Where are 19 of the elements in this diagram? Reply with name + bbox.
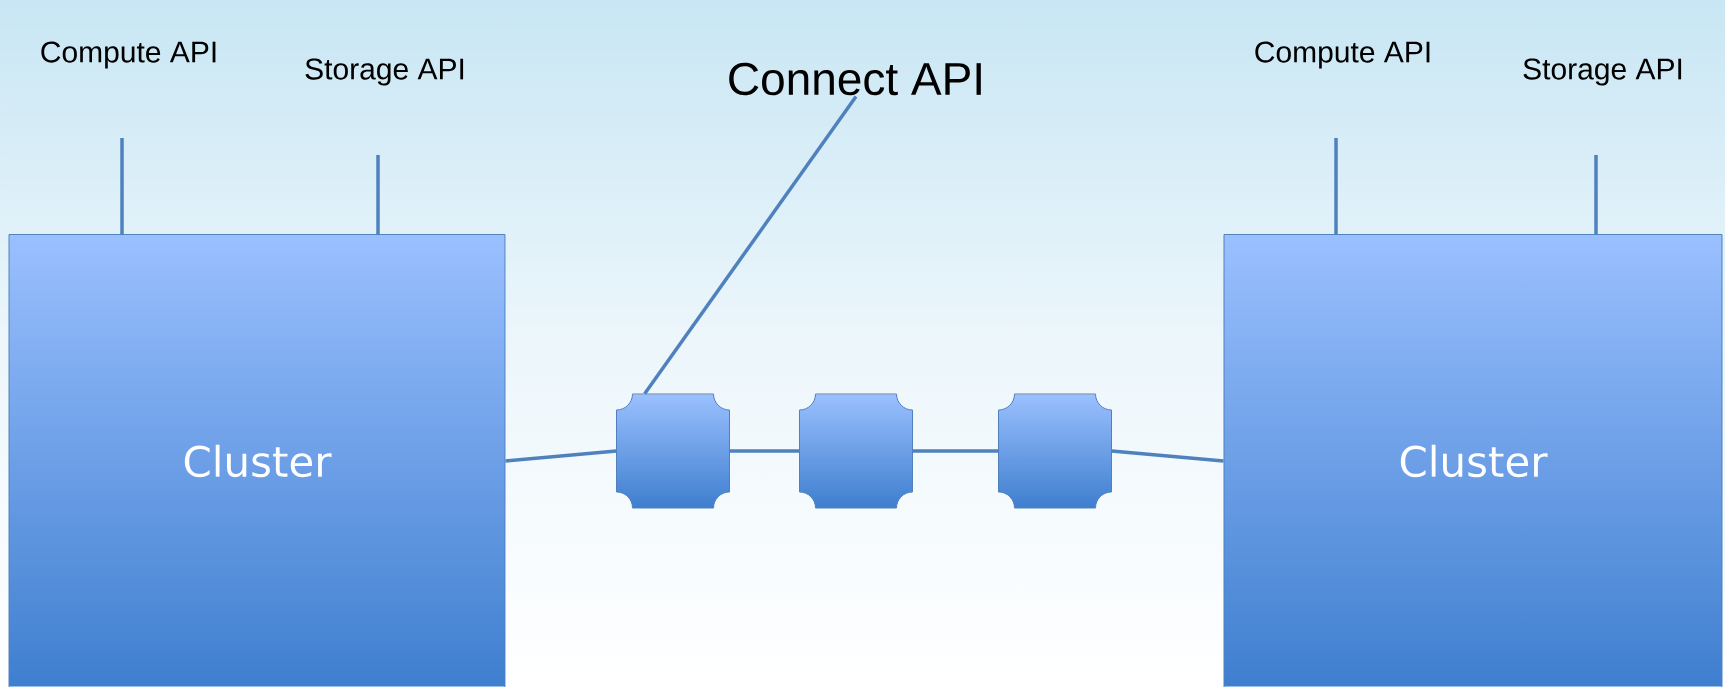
connector-box: [616, 393, 730, 509]
cluster-box: Cluster: [8, 234, 506, 687]
connector-line: [729, 449, 800, 453]
connector-line: [120, 138, 124, 234]
connector-line: [912, 449, 999, 453]
text-label: Storage API: [1523, 58, 1682, 86]
connector-line: [1334, 138, 1338, 234]
connector-line: [505, 449, 617, 463]
connector-line: [1594, 155, 1598, 234]
connector-line: [1111, 449, 1224, 463]
text-label: Storage API: [305, 58, 464, 86]
cluster-box: Cluster: [1223, 234, 1723, 687]
connector-box: [799, 393, 913, 509]
text-label: Compute API: [1255, 41, 1430, 69]
text-label: Compute API: [41, 41, 216, 69]
leader-line: [643, 95, 858, 395]
connector-line: [376, 155, 380, 234]
text-label: Connect API: [729, 62, 981, 96]
connector-box: [998, 393, 1112, 509]
